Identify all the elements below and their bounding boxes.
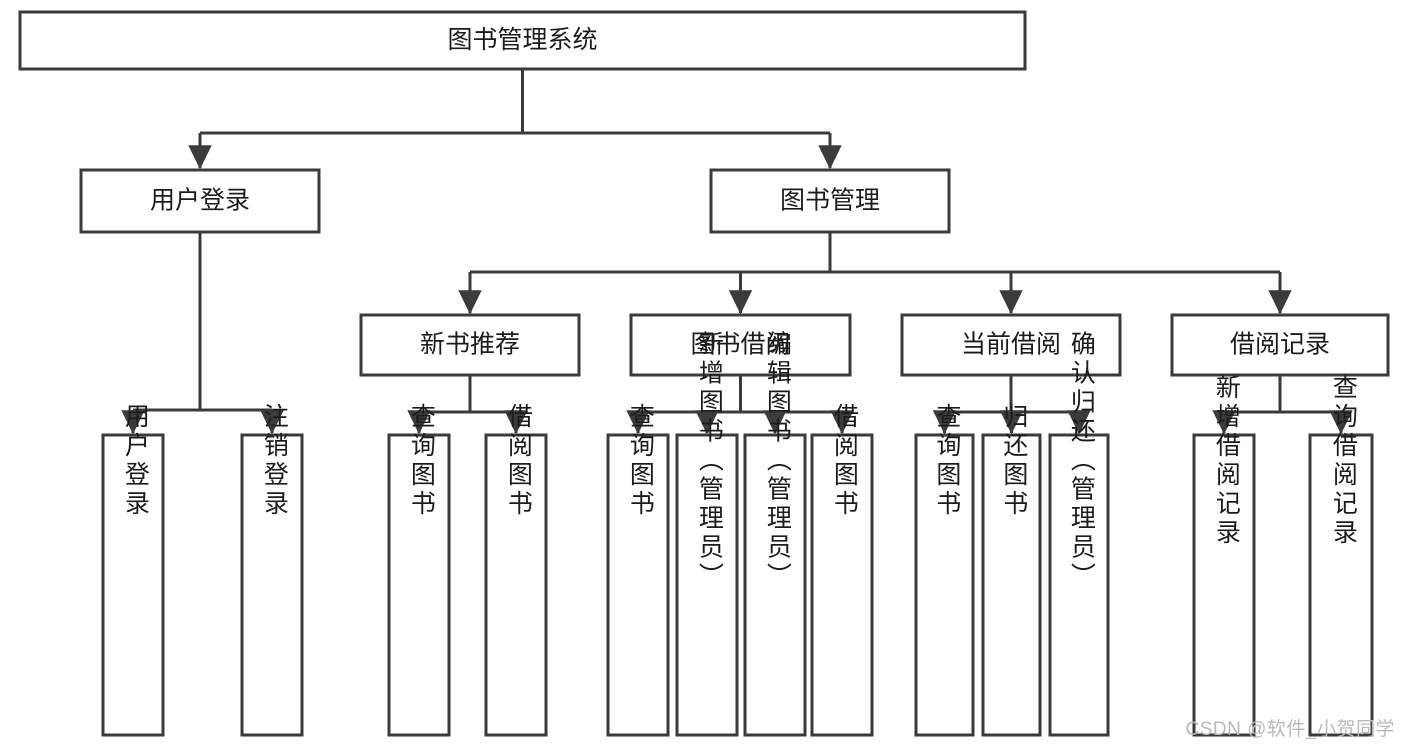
node-rect	[1308, 433, 1374, 737]
node-rect	[240, 433, 304, 737]
node-l-add-rec[interactable]: 新增借阅记录	[1192, 374, 1256, 737]
node-rect	[1048, 433, 1110, 737]
node-rect	[900, 313, 1122, 377]
node-label: 借阅图书	[830, 403, 859, 519]
node-label: 新增图书（管理员）	[695, 331, 724, 592]
node-root[interactable]: 图书管理系统	[18, 10, 1027, 71]
node-l-q-book-2[interactable]: 查询图书	[606, 403, 670, 737]
node-label: 用户登录	[121, 403, 150, 519]
node-rect	[1192, 433, 1256, 737]
node-l-q-rec[interactable]: 查询借阅记录	[1308, 374, 1374, 737]
node-rect	[1170, 313, 1390, 377]
node-label: 图书借阅	[690, 331, 790, 359]
node-rect	[79, 168, 321, 234]
node-rect	[387, 433, 451, 737]
node-boxes: 图书管理系统用户登录图书管理新书推荐图书借阅当前借阅借阅记录用户登录注销登录查询…	[18, 10, 1390, 737]
node-rect	[18, 10, 1027, 71]
node-label: 查询借阅记录	[1329, 374, 1358, 548]
node-rect	[629, 313, 852, 377]
node-label: 新书推荐	[420, 331, 520, 359]
node-borrow[interactable]: 图书借阅	[629, 313, 852, 377]
connector-group-root	[188, 69, 842, 170]
node-record[interactable]: 借阅记录	[1170, 313, 1390, 377]
node-label: 借阅记录	[1230, 331, 1330, 359]
connector-lines	[121, 69, 1353, 435]
node-login[interactable]: 用户登录	[79, 168, 321, 234]
node-label: 新增借阅记录	[1212, 374, 1241, 548]
node-rect	[675, 433, 739, 737]
node-label: 查询图书	[933, 403, 962, 519]
node-label: 查询图书	[626, 403, 655, 519]
node-label: 图书管理系统	[447, 26, 597, 54]
node-rect	[709, 168, 951, 234]
connector-group-newbook	[407, 375, 528, 435]
node-label: 图书管理	[780, 187, 880, 215]
node-label: 用户登录	[150, 187, 250, 215]
connector-group-bookmgmt	[458, 232, 1292, 315]
connector-group-borrow	[626, 375, 854, 435]
node-l-add-book[interactable]: 新增图书（管理员）	[675, 331, 739, 737]
node-rect	[606, 433, 670, 737]
node-l-borrow-2[interactable]: 借阅图书	[810, 403, 874, 737]
node-l-q-book-3[interactable]: 查询图书	[914, 403, 975, 737]
connector-group-current	[932, 375, 1091, 435]
node-label: 借阅图书	[504, 403, 533, 519]
node-l-return[interactable]: 归还图书	[981, 403, 1042, 737]
connector-group-record	[1212, 375, 1353, 435]
node-l-q-book-1[interactable]: 查询图书	[387, 403, 451, 737]
node-newbook[interactable]: 新书推荐	[359, 313, 581, 377]
node-label: 编辑图书（管理员）	[763, 331, 792, 592]
node-label: 确认归还（管理员）	[1067, 331, 1096, 592]
node-rect	[914, 433, 975, 737]
node-l-confirm[interactable]: 确认归还（管理员）	[1048, 331, 1110, 737]
node-current[interactable]: 当前借阅	[900, 313, 1122, 377]
node-rect	[743, 433, 807, 737]
node-rect	[810, 433, 874, 737]
node-rect	[981, 433, 1042, 737]
node-rect	[484, 433, 548, 737]
node-bookmgmt[interactable]: 图书管理	[709, 168, 951, 234]
node-rect	[101, 433, 165, 737]
node-label: 当前借阅	[961, 331, 1061, 359]
node-l-logout[interactable]: 注销登录	[240, 403, 304, 737]
node-label: 注销登录	[260, 403, 289, 519]
node-l-login[interactable]: 用户登录	[101, 403, 165, 737]
node-label: 查询图书	[407, 403, 436, 519]
node-l-borrow-1[interactable]: 借阅图书	[484, 403, 548, 737]
node-l-edit-book[interactable]: 编辑图书（管理员）	[743, 331, 807, 737]
node-rect	[359, 313, 581, 377]
connector-group-login	[121, 232, 284, 435]
node-label: 归还图书	[1000, 403, 1029, 519]
